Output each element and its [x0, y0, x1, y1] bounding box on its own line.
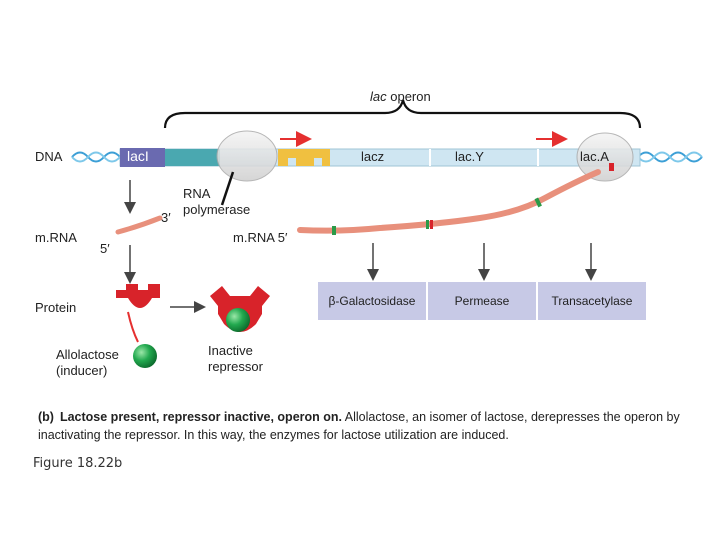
mrna-marker-1 [332, 226, 336, 235]
bound-inducer-ball [226, 308, 250, 332]
rna-polymerase-label: RNA polymerase [183, 186, 251, 217]
allolactose-label: Allolactose (inducer) [56, 347, 119, 378]
permease-box: Permease [428, 282, 538, 320]
operon-label: lac operon [370, 89, 431, 104]
dna-label: DNA [35, 149, 63, 164]
laci-mrna [115, 215, 163, 235]
mrna-marker-3 [430, 220, 433, 229]
caption-text: Allolactose, an isomer of lactose, derep… [38, 410, 680, 442]
repressor-tail [127, 311, 139, 343]
operator-region [278, 149, 330, 166]
inactive-repressor-label: Inactive repressor [208, 343, 263, 374]
caption-tag: (b) [38, 410, 54, 424]
prime-5-label: 5′ [100, 241, 110, 256]
galactosidase-box: β-Galactosidase [318, 282, 428, 320]
mrna-marker-2 [426, 220, 429, 229]
laca-gene-label: lac.A [580, 149, 609, 164]
lacz-gene-label: lacz [361, 149, 385, 164]
laca-marker [609, 163, 614, 171]
active-repressor [116, 284, 160, 308]
prime-3-label: 3′ [161, 210, 171, 225]
figure-caption: (b) Lactose present, repressor inactive, … [38, 408, 698, 444]
mrna-label: m.RNA [35, 230, 77, 245]
dna-helix-right [637, 151, 703, 163]
transacetylase-box: Transacetylase [538, 282, 646, 320]
promoter-region [165, 149, 220, 166]
lac-mrna [297, 169, 601, 234]
laci-gene-label: lacI [127, 148, 149, 164]
rna-polymerase-left [216, 130, 278, 182]
lacy-gene-label: lac.Y [455, 149, 484, 164]
caption-bold: Lactose present, repressor inactive, ope… [59, 410, 342, 424]
figure-label: Figure 18.22b [33, 456, 123, 471]
mrna5-label: m.RNA 5′ [233, 230, 288, 245]
protein-label: Protein [35, 300, 77, 315]
mrna-marker-4 [534, 197, 542, 208]
polymerase-pointer [220, 171, 235, 206]
rna-polymerase-right [576, 132, 634, 182]
allolactose-ball [133, 344, 157, 368]
dna-helix-left [71, 151, 121, 163]
operon-brace [163, 99, 642, 129]
laci-gene-box [120, 148, 165, 167]
